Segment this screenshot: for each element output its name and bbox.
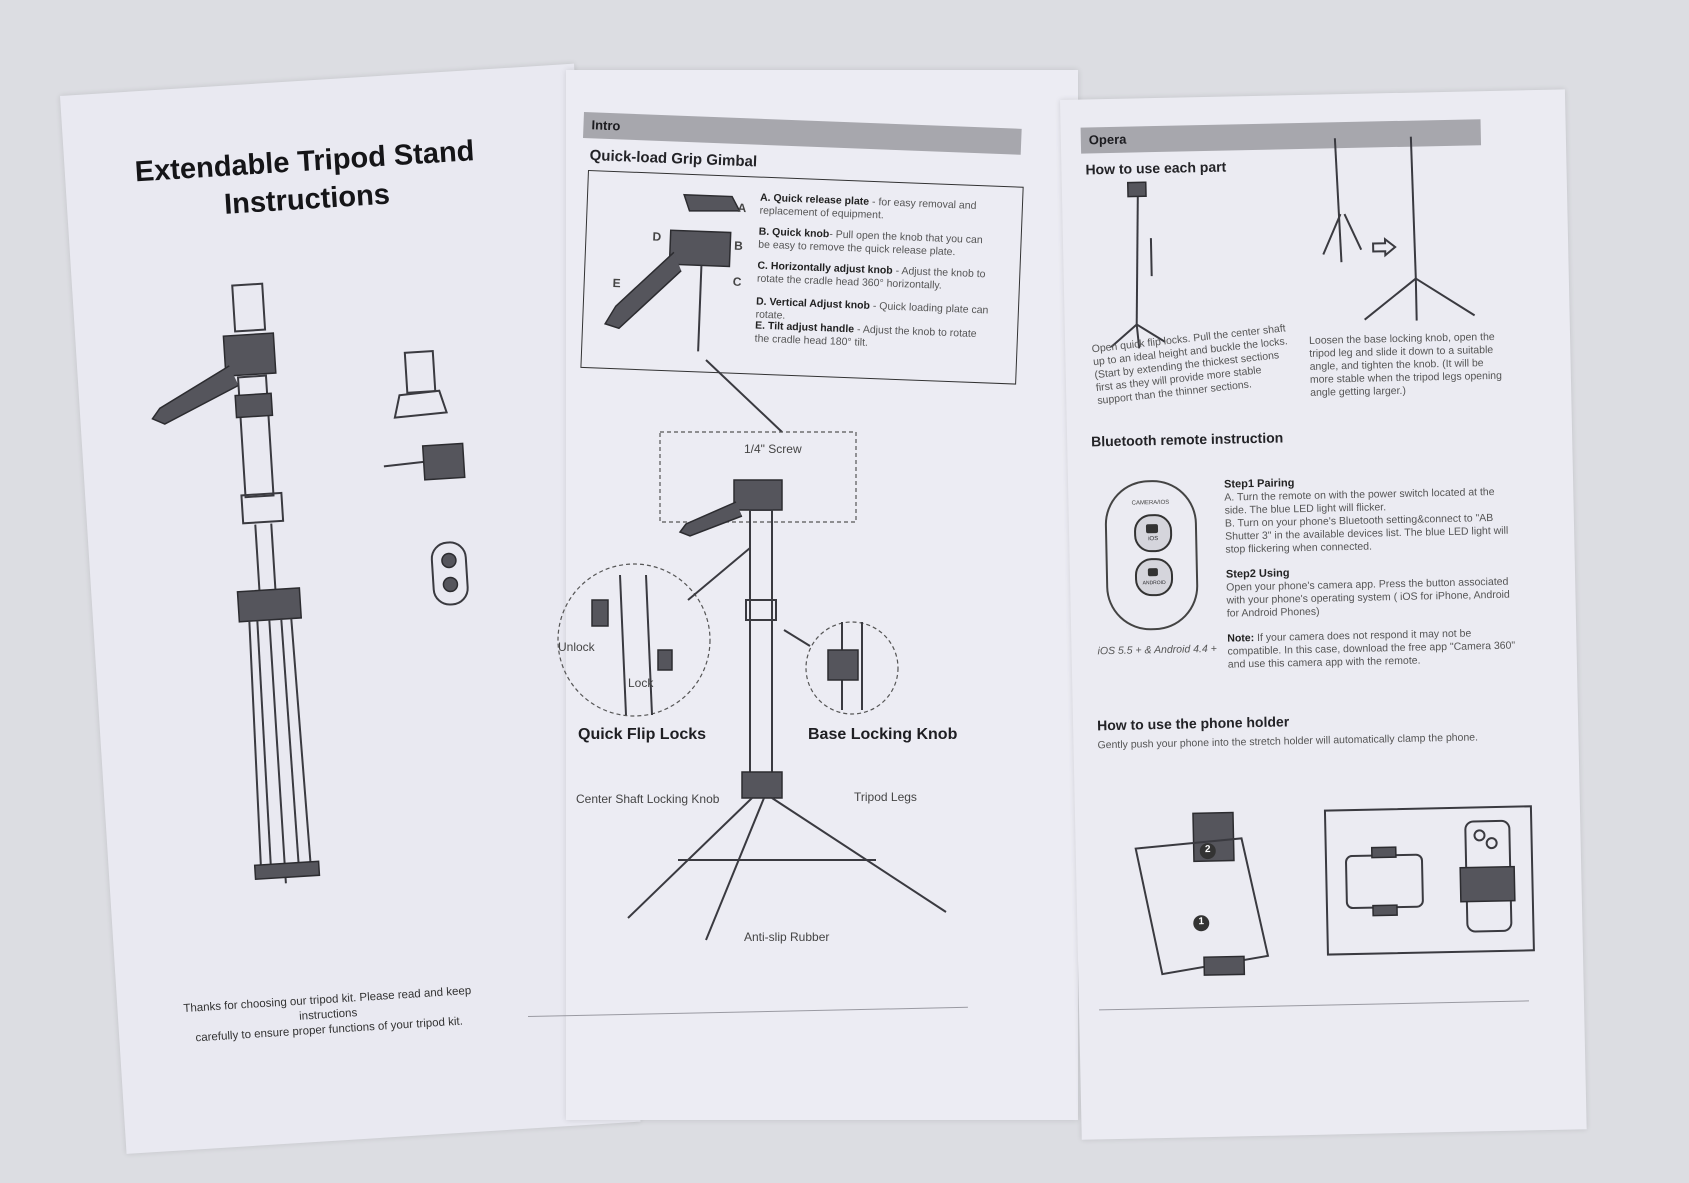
phone-holder-illustration <box>1134 805 1535 976</box>
unlock-label: Unlock <box>558 640 595 654</box>
holder-step-2-number: 2 <box>1204 844 1211 856</box>
tripod-illustration <box>151 282 321 884</box>
gimbal-illustration <box>603 193 741 352</box>
cover-footer: Thanks for choosing our tripod kit. Plea… <box>167 983 489 1048</box>
middle-tripod-drawing <box>557 359 947 941</box>
accessories-illustration <box>383 350 469 606</box>
screw-label: 1/4" Screw <box>744 442 802 456</box>
intro-panel: Intro Quick-load Grip Gimbal A B C D E A… <box>528 70 1078 1120</box>
lock-label: Lock <box>628 676 654 690</box>
remote-small-icon <box>430 541 469 606</box>
tripod-legs-label: Tripod Legs <box>854 790 917 804</box>
parts-illustration <box>1110 136 1476 349</box>
cover-title: Extendable Tripod Stand Instructions <box>124 132 488 230</box>
operation-panel: Opera How to use each part Open quick fl… <box>1060 89 1587 1140</box>
phone-holder-box <box>1323 805 1535 956</box>
holder-step-1-number: 1 <box>1198 916 1205 928</box>
gimbal-box: A B C D E A. Quick release plate - for e… <box>580 170 1024 385</box>
anti-slip-rubber-label: Anti-slip Rubber <box>744 930 830 944</box>
quick-flip-locks-title: Quick Flip Locks <box>578 726 707 743</box>
base-locking-knob-title: Base Locking Knob <box>808 726 958 743</box>
center-shaft-locking-knob-label: Center Shaft Locking Knob <box>576 792 720 806</box>
cover-panel: Extendable Tripod Stand Instructions Tha… <box>60 63 641 1154</box>
